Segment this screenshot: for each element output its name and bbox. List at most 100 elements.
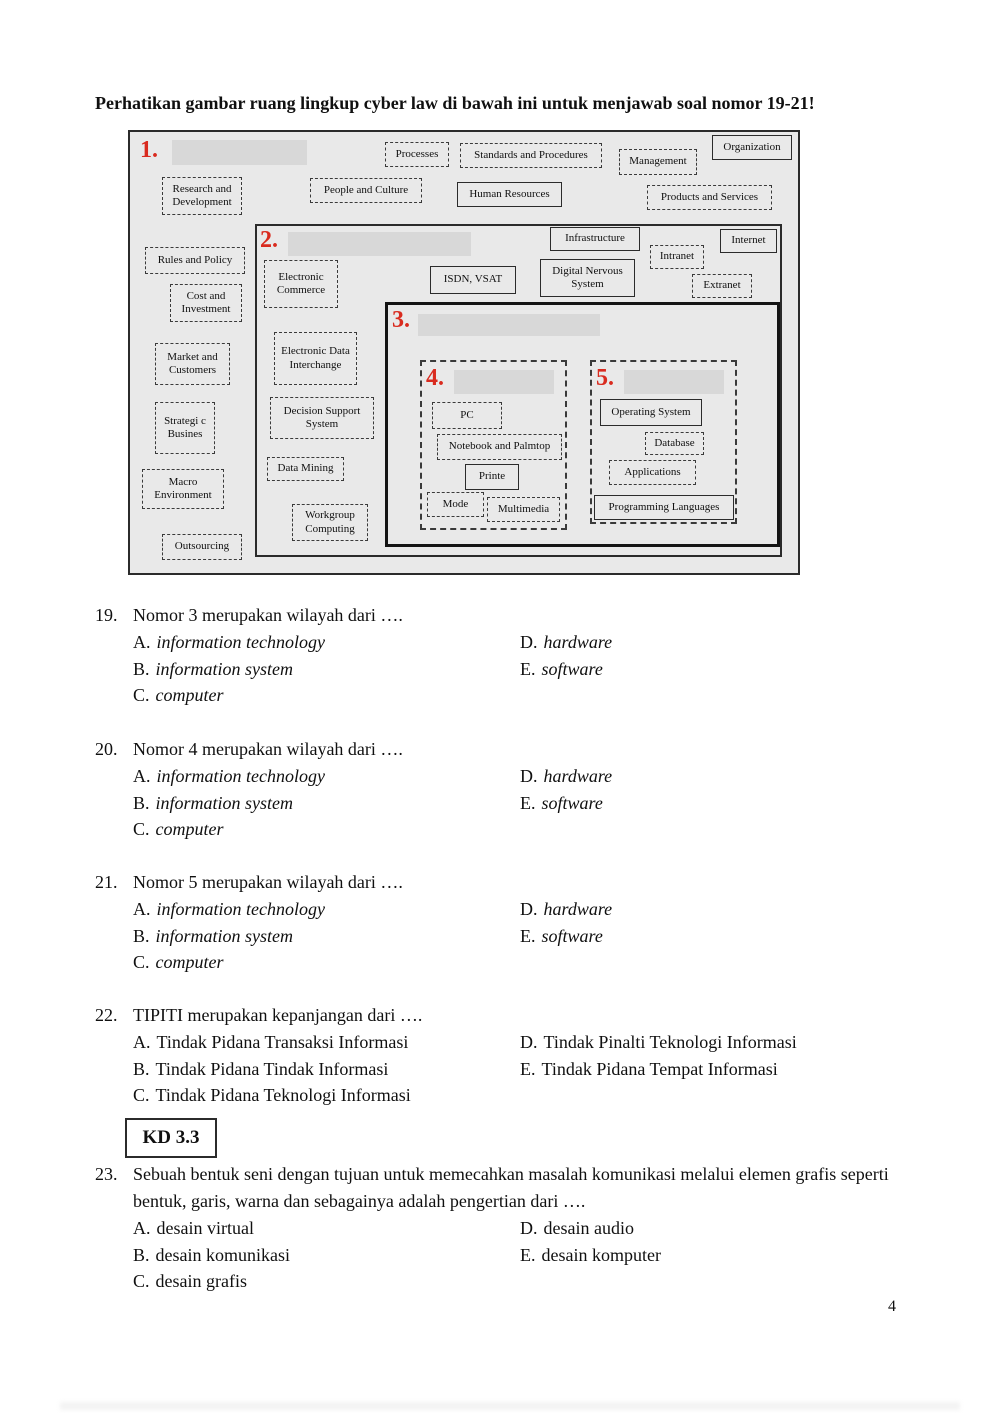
option-text: Tindak Pinalti Teknologi Informasi <box>543 1032 797 1052</box>
scan-edge-artifact <box>60 1402 960 1410</box>
option-letter: D. <box>520 766 538 786</box>
diagram-box-electronic-commerce: Electronic Commerce <box>264 260 338 308</box>
option-letter: B. <box>133 792 150 813</box>
diagram-box-intranet: Intranet <box>650 245 704 269</box>
diagram-box-rules-and-policy: Rules and Policy <box>145 247 245 274</box>
diagram-box-internet: Internet <box>720 229 777 253</box>
option-b: B.information system <box>133 656 520 683</box>
option-letter: B. <box>133 658 150 679</box>
diagram-box-strategic-business: Strategi c Busines <box>155 402 215 454</box>
option-c: C.computer <box>133 816 520 843</box>
option-a: A.desain virtual <box>133 1215 520 1242</box>
question-number: 19. <box>95 605 118 625</box>
option-d: D.hardware <box>520 896 965 923</box>
page-number: 4 <box>888 1298 896 1315</box>
instruction-heading: Perhatikan gambar ruang lingkup cyber la… <box>95 93 815 113</box>
diagram-box-infrastructure: Infrastructure <box>550 227 640 251</box>
option-letter: C. <box>133 685 150 706</box>
diagram-box-isdn-vsat: ISDN, VSAT <box>430 266 516 294</box>
option-letter: C. <box>133 1271 150 1292</box>
option-letter: E. <box>520 925 536 946</box>
diagram-box-printer: Printe <box>465 464 519 490</box>
option-letter: D. <box>520 632 538 652</box>
level-2-number: 2. <box>260 227 278 253</box>
option-text: desain virtual <box>156 1218 254 1238</box>
diagram-box-applications: Applications <box>609 460 696 485</box>
diagram-box-digital-nervous-system: Digital Nervous System <box>540 259 635 297</box>
diagram-box-research-and-development: Research and Development <box>162 177 242 215</box>
option-text: hardware <box>543 766 613 786</box>
option-letter: C. <box>133 819 150 840</box>
option-text: information system <box>155 792 294 813</box>
level-4-number: 4. <box>426 365 444 391</box>
diagram-frame-level4 <box>420 360 567 530</box>
question-stem: Nomor 4 merupakan wilayah dari …. <box>133 739 403 759</box>
option-letter: A. <box>133 632 151 652</box>
option-e: E.software <box>520 923 965 950</box>
option-letter: E. <box>520 792 536 813</box>
diagram-box-electronic-data-interchange: Electronic Data Interchange <box>274 332 357 385</box>
option-e: E.software <box>520 656 965 683</box>
option-d: D.hardware <box>520 763 965 790</box>
option-text: desain grafis <box>155 1271 247 1292</box>
question-stem: Sebuah bentuk seni dengan tujuan untuk m… <box>133 1164 889 1211</box>
question-19: 19. Nomor 3 merupakan wilayah dari …. A.… <box>95 602 965 709</box>
option-a: A.information technology <box>133 763 520 790</box>
option-text: desain komunikasi <box>155 1244 290 1265</box>
option-letter: E. <box>520 658 536 679</box>
option-b: B.information system <box>133 790 520 817</box>
level-1-number: 1. <box>140 137 158 163</box>
diagram-box-macro-environment: Macro Environment <box>142 469 224 509</box>
question-number: 21. <box>95 872 118 892</box>
diagram-frame-level2 <box>255 224 782 557</box>
option-letter: B. <box>133 1244 150 1265</box>
diagram-box-operating-system: Operating System <box>600 399 702 426</box>
option-text: information system <box>155 658 294 679</box>
question-21: 21. Nomor 5 merupakan wilayah dari …. A.… <box>95 869 965 976</box>
question-20: 20. Nomor 4 merupakan wilayah dari …. A.… <box>95 736 965 843</box>
option-letter: B. <box>133 1058 150 1079</box>
option-text: hardware <box>543 632 613 652</box>
diagram-box-decision-support-system: Decision Support System <box>270 397 374 439</box>
option-e: E.desain komputer <box>520 1242 965 1269</box>
diagram-box-organization: Organization <box>712 135 792 160</box>
question-stem: Nomor 5 merupakan wilayah dari …. <box>133 872 403 892</box>
option-letter: E. <box>520 1244 536 1265</box>
option-text: computer <box>155 952 224 973</box>
question-number: 20. <box>95 739 118 759</box>
question-number: 23. <box>95 1164 118 1184</box>
redacted-label-1 <box>172 140 307 165</box>
diagram-box-standards-and-procedures: Standards and Procedures <box>460 143 602 168</box>
option-c: C.computer <box>133 682 520 709</box>
diagram-frame-level3 <box>385 302 780 547</box>
option-text: software <box>541 792 603 813</box>
option-letter: A. <box>133 1218 151 1238</box>
option-text: Tindak Pidana Tempat Informasi <box>541 1058 778 1079</box>
option-text: Tindak Pidana Tindak Informasi <box>155 1058 389 1079</box>
option-c: C.Tindak Pidana Teknologi Informasi <box>133 1082 520 1109</box>
option-e: E.Tindak Pidana Tempat Informasi <box>520 1056 965 1083</box>
option-c: C.computer <box>133 949 520 976</box>
option-text: information technology <box>156 899 325 919</box>
kd-badge: KD 3.3 <box>125 1118 217 1158</box>
option-text: information technology <box>156 632 325 652</box>
option-text: Tindak Pidana Teknologi Informasi <box>155 1085 411 1106</box>
redacted-label-4 <box>454 370 554 394</box>
redacted-label-3 <box>418 314 600 336</box>
option-a: A.Tindak Pidana Transaksi Informasi <box>133 1029 520 1056</box>
diagram-box-market-and-customers: Market and Customers <box>155 343 230 385</box>
option-text: desain audio <box>543 1218 634 1238</box>
option-text: Tindak Pidana Transaksi Informasi <box>156 1032 409 1052</box>
option-d: D.Tindak Pinalti Teknologi Informasi <box>520 1029 965 1056</box>
option-letter: C. <box>133 1085 150 1106</box>
diagram-box-pc: PC <box>432 402 502 429</box>
diagram-box-people-and-culture: People and Culture <box>310 178 422 203</box>
diagram-box-data-mining: Data Mining <box>267 457 344 481</box>
option-b: B.Tindak Pidana Tindak Informasi <box>133 1056 520 1083</box>
option-letter: A. <box>133 899 151 919</box>
option-c: C.desain grafis <box>133 1268 520 1295</box>
diagram-box-programming-languages: Programming Languages <box>594 495 734 520</box>
diagram-box-database: Database <box>645 432 704 455</box>
option-letter: A. <box>133 1032 151 1052</box>
redacted-label-2 <box>288 232 471 256</box>
